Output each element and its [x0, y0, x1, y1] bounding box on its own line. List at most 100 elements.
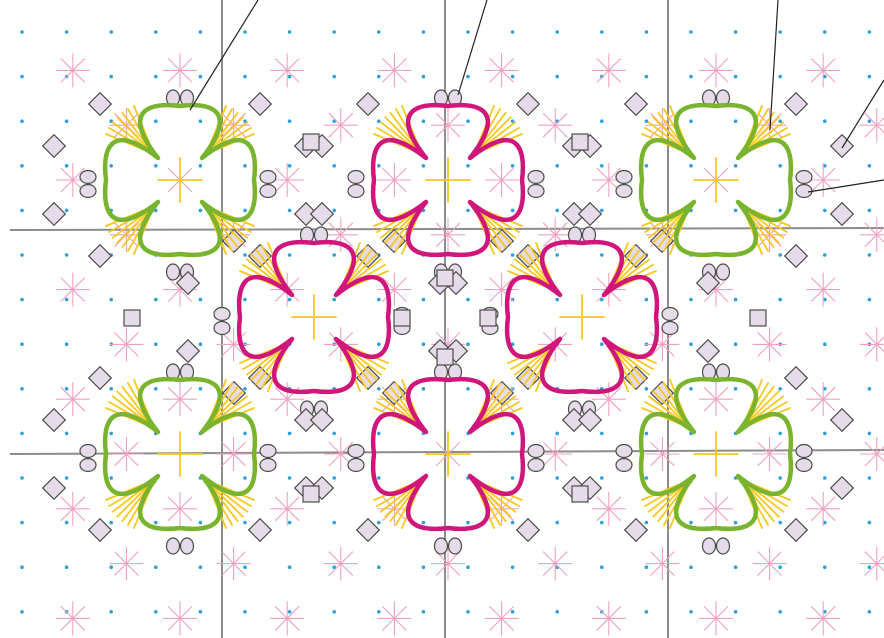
star-stitch [753, 437, 787, 471]
grid-dot [422, 164, 426, 168]
grid-dot [466, 30, 470, 34]
star-stitch [485, 601, 519, 635]
star-stitch [538, 108, 572, 142]
star-stitch [485, 53, 519, 87]
grid-dot [778, 30, 782, 34]
circle-top [80, 171, 96, 184]
grid-dot [645, 75, 649, 79]
grid-dot [466, 75, 470, 79]
circle-bottom [348, 185, 364, 198]
grid-dot [377, 432, 381, 436]
grid-dot [555, 75, 559, 79]
star-stitch [56, 601, 90, 635]
star-stitch [324, 218, 358, 252]
grid-dot [511, 75, 515, 79]
grid-dot [466, 342, 470, 346]
grid-dot [734, 342, 738, 346]
grid-dot [20, 432, 24, 436]
square [394, 310, 410, 326]
star-stitch [431, 108, 465, 142]
star-stitch [806, 601, 840, 635]
grid-dot [199, 298, 203, 302]
star-stitch [377, 601, 411, 635]
square [572, 134, 588, 150]
grid-dot [20, 164, 24, 168]
circle-right [717, 538, 730, 554]
grid-dot [645, 30, 649, 34]
grid-dot [868, 209, 872, 213]
grid-dot [65, 209, 69, 213]
grid-dot [65, 342, 69, 346]
grid-dot [734, 209, 738, 213]
grid-dot [466, 209, 470, 213]
grid-dot [422, 610, 426, 614]
circle-bottom [528, 459, 544, 472]
grid-dot [823, 253, 827, 257]
star-stitch [592, 53, 626, 87]
grid-dot [199, 387, 203, 391]
grid-dot [868, 387, 872, 391]
grid-dot [154, 342, 158, 346]
grid-dot [154, 30, 158, 34]
star-stitch [485, 273, 519, 307]
grid-dot [600, 164, 604, 168]
grid-dot [511, 565, 515, 569]
grid-dot [868, 30, 872, 34]
grid-dot [689, 298, 693, 302]
grid-dot [600, 30, 604, 34]
grid-dot [689, 75, 693, 79]
square [437, 270, 453, 286]
grid-dot [109, 610, 113, 614]
grid-dot [422, 521, 426, 525]
star-stitch [699, 601, 733, 635]
grid-dot [466, 164, 470, 168]
circle-bottom [796, 185, 812, 198]
grid-dot [823, 119, 827, 123]
circle-top [348, 171, 364, 184]
grid-dot [645, 521, 649, 525]
grid-dot [645, 119, 649, 123]
grid-dot [511, 30, 515, 34]
star-stitch [485, 163, 519, 197]
grid-dot [778, 565, 782, 569]
circle-top [796, 445, 812, 458]
grid-dot [511, 253, 515, 257]
grid-dot [689, 30, 693, 34]
grid-dot [689, 164, 693, 168]
grid-dot [868, 521, 872, 525]
star-stitch [270, 492, 304, 526]
star-stitch [56, 382, 90, 416]
star-stitch [324, 108, 358, 142]
grid-dot [466, 521, 470, 525]
circle-top [528, 171, 544, 184]
star-stitch [217, 547, 251, 581]
grid-dot [734, 298, 738, 302]
grid-dot [109, 476, 113, 480]
grid-dot [377, 298, 381, 302]
grid-dot [868, 298, 872, 302]
grid-dot [288, 432, 292, 436]
grid-dot [20, 298, 24, 302]
grid-dot [377, 30, 381, 34]
grid-dot [600, 521, 604, 525]
grid-dot [20, 119, 24, 123]
grid-dot [65, 298, 69, 302]
circle-top [260, 171, 276, 184]
grid-dot [332, 476, 336, 480]
grid-dot [734, 119, 738, 123]
grid-dot [422, 342, 426, 346]
star-stitch [592, 492, 626, 526]
grid-dot [20, 75, 24, 79]
star-stitch [699, 492, 733, 526]
grid-dot [511, 209, 515, 213]
grid-dot [199, 75, 203, 79]
grid-dot [511, 610, 515, 614]
grid-dot [600, 253, 604, 257]
grid-dot [555, 298, 559, 302]
star-stitch [163, 601, 197, 635]
grid-dot [109, 30, 113, 34]
grid-dot [555, 521, 559, 525]
grid-dot [868, 75, 872, 79]
grid-dot [332, 209, 336, 213]
grid-dot [645, 432, 649, 436]
